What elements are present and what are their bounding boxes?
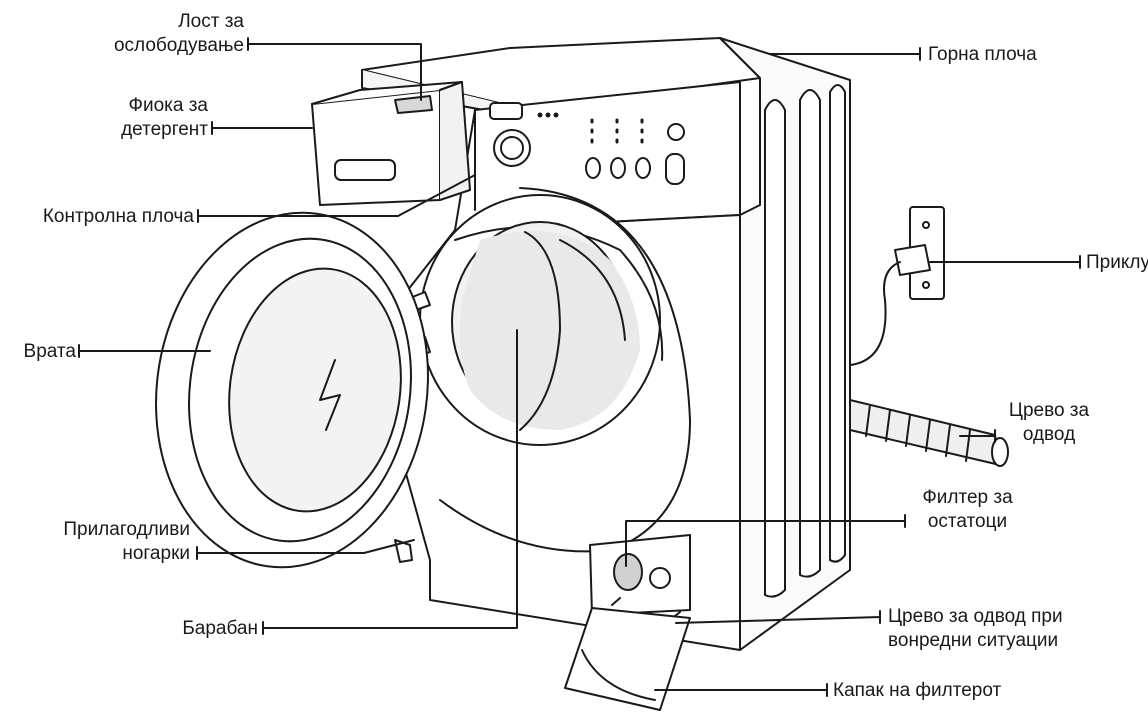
leader-detergent-drawer xyxy=(211,121,313,135)
leader-debris-filter xyxy=(625,514,906,567)
leader-drum xyxy=(262,329,518,635)
door xyxy=(155,211,429,569)
label-top-panel: Горна плоча xyxy=(928,44,1037,65)
filter-cover xyxy=(564,607,691,711)
filter-compartment xyxy=(589,534,691,621)
label-filter-cover: Капак на филтерот xyxy=(833,680,1002,701)
drum xyxy=(451,221,640,431)
leader-emergency-drain xyxy=(675,610,881,624)
label-emergency-drain-tube: Црево за одвод при вонредни ситуации xyxy=(888,606,1063,651)
label-detergent-drawer: Фиока за детергент xyxy=(121,95,208,140)
leader-top-panel xyxy=(769,47,921,61)
label-plug: Приклучок xyxy=(1086,252,1148,273)
label-door: Врата xyxy=(23,341,76,362)
label-debris-filter: Филтер за остатоци xyxy=(922,487,1013,532)
leader-filter-cover xyxy=(654,683,828,697)
leader-release-lever xyxy=(247,37,422,101)
leader-lines xyxy=(78,37,1081,697)
leader-door xyxy=(78,344,211,358)
drain-hose xyxy=(849,399,1009,467)
label-adjustable-feet: Прилагодливи ногарки xyxy=(63,519,190,564)
leader-control-panel xyxy=(197,174,476,223)
power-outlet xyxy=(849,206,945,366)
machine-side-panel xyxy=(719,37,851,651)
label-control-panel: Контролна плоча xyxy=(42,206,194,227)
leader-adjustable-feet xyxy=(196,539,415,560)
leader-drain-hose xyxy=(959,429,996,443)
label-drum: Барабан xyxy=(182,618,258,639)
label-drain-hose: Црево за одвод xyxy=(1008,400,1090,445)
label-release-lever: Лост за ослободување xyxy=(113,11,244,56)
control-panel xyxy=(454,81,741,231)
detergent-drawer xyxy=(311,81,471,206)
leader-plug xyxy=(929,255,1081,269)
